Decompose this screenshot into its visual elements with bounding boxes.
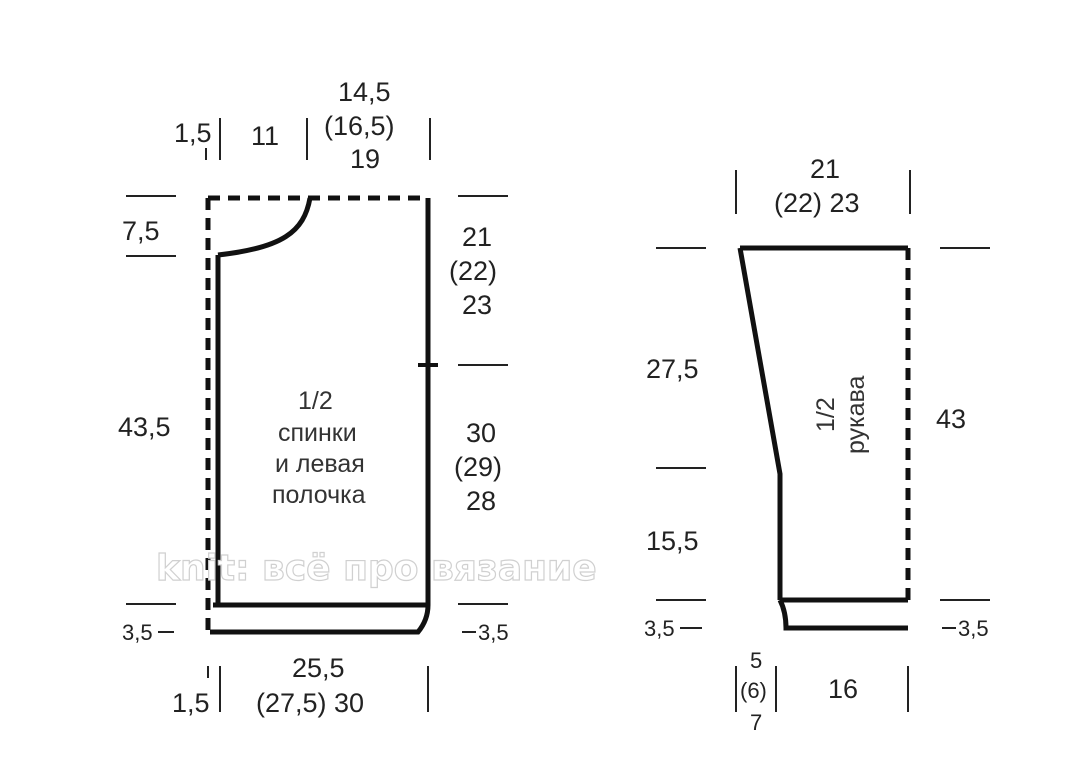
back-piece-label-1: 1/2 bbox=[298, 387, 333, 415]
back-neck-depth: 7,5 bbox=[122, 216, 160, 246]
sleeve-cuff-left-3: 7 bbox=[750, 710, 762, 735]
back-side-length: 43,5 bbox=[118, 412, 171, 442]
back-neck-width-1: 14,5 bbox=[338, 77, 391, 107]
sleeve-cuff-left-2: (6) bbox=[740, 678, 767, 703]
sleeve-piece: 21 (22) 23 27,5 15,5 43 1/2 рукава 3,5 3… bbox=[644, 154, 990, 735]
back-armhole-3: 23 bbox=[462, 290, 492, 320]
sleeve-piece-label-1: 1/2 bbox=[812, 397, 840, 432]
back-bottom-width-2: (27,5) 30 bbox=[256, 688, 364, 718]
sleeve-total-length: 43 bbox=[936, 404, 966, 434]
back-armhole-2: (22) bbox=[449, 256, 497, 286]
back-guide-lines bbox=[126, 118, 508, 712]
sleeve-cuff-left-1: 5 bbox=[750, 648, 762, 673]
back-piece-label-2: спинки bbox=[278, 419, 357, 447]
back-side-to-armhole-3: 28 bbox=[466, 486, 496, 516]
back-neckline-curve bbox=[217, 197, 313, 258]
sleeve-rib-right: 3,5 bbox=[958, 616, 989, 641]
sleeve-outline bbox=[737, 245, 908, 631]
back-bottom-width-1: 25,5 bbox=[292, 653, 345, 683]
back-rib-left: 3,5 bbox=[122, 620, 153, 645]
sleeve-piece-label-2: рукава bbox=[842, 375, 870, 454]
back-side-to-armhole-1: 30 bbox=[466, 418, 496, 448]
watermark: knit: всё про вязание bbox=[156, 548, 597, 589]
sleeve-cuff-width: 16 bbox=[828, 674, 858, 704]
sleeve-guide-lines bbox=[656, 170, 990, 712]
sleeve-rib-left: 3,5 bbox=[644, 616, 675, 641]
back-front-piece: 1,5 11 14,5 (16,5) 19 7,5 21 (22) 23 43,… bbox=[118, 77, 509, 718]
sleeve-top-width-2: (22) 23 bbox=[774, 188, 860, 218]
back-top-left-width: 1,5 bbox=[174, 118, 212, 148]
back-side-to-armhole-2: (29) bbox=[454, 452, 502, 482]
back-outline bbox=[210, 198, 431, 635]
back-piece-label-4: полочка bbox=[272, 481, 366, 509]
sleeve-upper-length: 27,5 bbox=[646, 354, 699, 384]
back-shoulder-width: 11 bbox=[251, 121, 279, 151]
sleeve-top-width-1: 21 bbox=[810, 154, 840, 184]
back-neck-width-3: 19 bbox=[350, 144, 380, 174]
back-armhole-1: 21 bbox=[462, 222, 492, 252]
back-piece-label-3: и левая bbox=[275, 450, 365, 478]
back-rib-right: 3,5 bbox=[478, 620, 509, 645]
back-bottom-left: 1,5 bbox=[172, 688, 210, 718]
back-neck-width-2: (16,5) bbox=[324, 111, 395, 141]
sleeve-lower-length: 15,5 bbox=[646, 526, 699, 556]
